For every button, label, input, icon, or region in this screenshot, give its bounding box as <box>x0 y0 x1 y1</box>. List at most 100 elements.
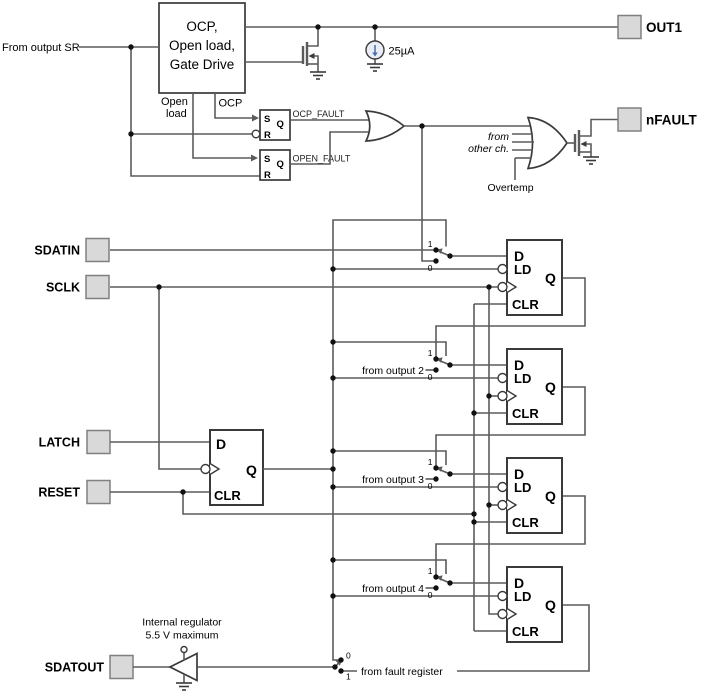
s-input-arrow-icon <box>252 114 259 122</box>
sr-latch-ocp: S Q R <box>251 109 291 141</box>
ff-d-label: D <box>514 357 524 373</box>
open-fault-label: OPEN_FAULT <box>293 154 351 164</box>
pin-nfault <box>617 107 642 132</box>
ff-d-label: D <box>514 248 524 264</box>
ff-clr-label: CLR <box>512 406 539 421</box>
mux-0-label: 0 <box>428 590 433 600</box>
wire-q3-chain <box>435 495 586 577</box>
gate-drive-block <box>158 2 246 94</box>
mux-1-label: 1 <box>428 348 433 358</box>
pin-sdatout-label: SDATOUT <box>45 661 105 675</box>
gate-drive-block-group: OCP, Open load, Gate Drive <box>158 2 246 94</box>
invert-bubble-icon <box>251 129 261 139</box>
ff-clr-label: CLR <box>512 297 539 312</box>
invert-bubble-icon <box>497 499 508 511</box>
mux-1-label: 1 <box>428 566 433 576</box>
junction-dots <box>128 24 492 599</box>
from-other-ch-label2: other ch. <box>468 143 509 155</box>
ground-icon <box>175 682 193 691</box>
mux-0-contact <box>433 258 439 264</box>
bias-current-source: 25µA <box>365 27 415 72</box>
regulator-label1: Internal regulator <box>142 617 222 629</box>
ff-ld-label: LD <box>514 262 531 277</box>
open-load-label2: load <box>166 108 187 120</box>
ff-ld-label: LD <box>514 589 531 604</box>
ff-d-label: D <box>514 466 524 482</box>
sr-s-label: S <box>264 114 270 125</box>
or-gate-fault <box>526 116 569 170</box>
from-other-ch-label1: from <box>488 131 509 143</box>
mux-1-contact <box>338 668 344 674</box>
from-output2-label: from output 2 <box>362 365 424 377</box>
mux-0-contact <box>433 367 439 373</box>
open-load-label1: Open <box>161 96 188 108</box>
ff-q-label: Q <box>545 270 556 286</box>
mux-pole <box>447 580 453 586</box>
mux-1-contact <box>433 356 439 362</box>
sr-q-label: Q <box>277 159 284 170</box>
label-backing <box>357 663 457 679</box>
mux-0-label: 0 <box>428 481 433 491</box>
mux-0-contact <box>433 585 439 591</box>
wire-q4-chain <box>341 604 590 672</box>
wire-ld-bus <box>332 219 447 661</box>
fault-flipflop-3: D LD Q CLR 1 0 <box>428 457 563 534</box>
ground-icon <box>309 71 327 80</box>
ff-q-label: Q <box>545 379 556 395</box>
pin-reset <box>86 479 111 505</box>
invert-bubble-icon <box>200 463 211 475</box>
invert-bubble-icon <box>497 390 508 402</box>
overtemp-label: Overtemp <box>487 182 533 194</box>
wire-clock-bus <box>488 287 498 615</box>
mux-0-label: 0 <box>346 651 351 661</box>
clock-triangle-icon <box>506 389 518 403</box>
invert-bubble-icon <box>497 590 508 602</box>
pin-sdatout-group: SDATOUT <box>45 654 134 680</box>
ff-q-label: Q <box>545 597 556 613</box>
pin-sdatin-group: SDATIN <box>34 237 110 263</box>
mux-1-contact <box>433 574 439 580</box>
or-gate-channel1 <box>364 110 406 142</box>
mux-0-contact <box>433 476 439 482</box>
ff-q-label: Q <box>246 462 257 478</box>
mux-pole <box>447 471 453 477</box>
sr-q-label: Q <box>277 119 284 130</box>
sdatout-mux: 0 1 <box>332 651 351 682</box>
mux-pole <box>447 253 453 259</box>
ff-clr-label: CLR <box>214 488 241 503</box>
mux-pole <box>447 362 453 368</box>
from-output4-label: from output 4 <box>362 583 424 595</box>
ff-d-label: D <box>216 436 226 452</box>
clock-triangle-icon <box>506 607 518 621</box>
pin-sclk-group: SCLK <box>46 274 110 300</box>
ff-clr-label: CLR <box>512 515 539 530</box>
wire <box>421 126 436 262</box>
invert-bubble-icon <box>497 263 508 275</box>
block-line1: OCP, <box>186 19 217 34</box>
sr-latch-open: S Q R <box>259 149 291 181</box>
ocp-fault-label: OCP_FAULT <box>293 109 345 119</box>
mux-0-label: 0 <box>428 372 433 382</box>
from-output3-label: from output 3 <box>362 474 424 486</box>
mux-0-contact <box>338 657 344 663</box>
ff-ld-label: LD <box>514 480 531 495</box>
pin-sdatin-label: SDATIN <box>34 244 80 258</box>
pin-sclk-label: SCLK <box>46 281 80 295</box>
wire-q1-chain <box>435 277 586 359</box>
mux-1-contact <box>433 247 439 253</box>
pin-sclk <box>85 274 110 300</box>
wire <box>333 341 447 356</box>
nfault-mosfet <box>573 118 618 165</box>
mux-0-label: 0 <box>428 263 433 273</box>
wire-reset-feed <box>182 492 474 515</box>
from-output-sr-label: From output SR <box>2 42 80 54</box>
fault-flipflop-2: D LD Q CLR 1 0 <box>428 348 563 425</box>
mux-1-contact <box>433 465 439 471</box>
supply-terminal-icon <box>180 645 188 654</box>
ground-icon <box>582 156 600 165</box>
ground-icon <box>366 63 384 72</box>
ff-d-label: D <box>514 575 524 591</box>
sr-r-label: R <box>264 130 271 141</box>
